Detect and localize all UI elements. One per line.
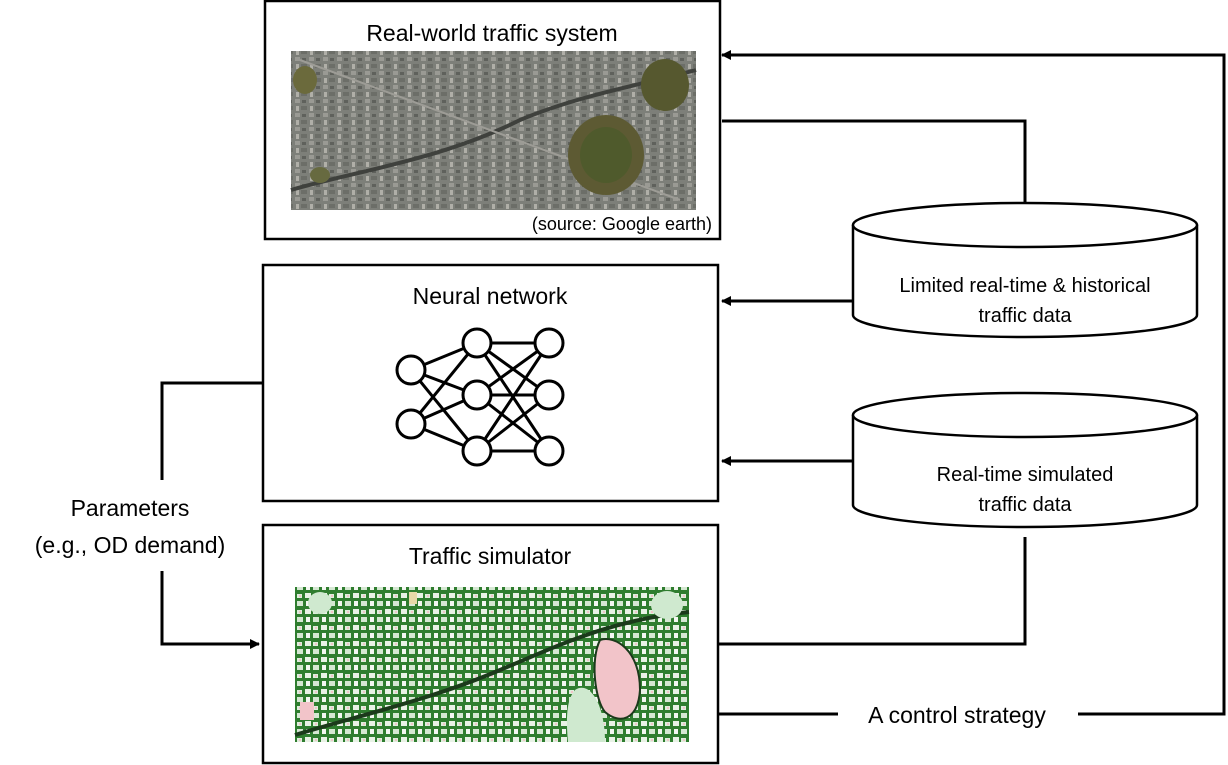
database-simulated-label-line1: Real-time simulated bbox=[937, 464, 1114, 486]
control-strategy-label: A control strategy bbox=[868, 702, 1046, 728]
database-limited-label-line2: traffic data bbox=[978, 305, 1072, 327]
neural-network-title: Neural network bbox=[413, 283, 568, 309]
connector-realworld-to-database bbox=[722, 119, 1027, 203]
real-world-traffic-system-box: Real-world traffic system (source: Googl… bbox=[263, 0, 722, 241]
simulator-map-image bbox=[294, 587, 690, 742]
arrow-parameters-to-simulator bbox=[160, 571, 260, 649]
image-source-caption: (source: Google earth) bbox=[532, 214, 712, 234]
parameters-label-line2: (e.g., OD demand) bbox=[35, 532, 225, 558]
traffic-simulator-box: Traffic simulator bbox=[261, 523, 720, 765]
arrow-control-to-real-world bbox=[721, 50, 1226, 716]
traffic-simulator-title: Traffic simulator bbox=[409, 543, 572, 569]
connector-neural-network-to-parameters bbox=[160, 381, 263, 480]
neural-network-icon bbox=[395, 327, 565, 467]
database-limited-label-line1: Limited real-time & historical bbox=[899, 275, 1150, 297]
database-limited-traffic-data: Limited real-time & historical traffic d… bbox=[851, 201, 1199, 339]
neural-network-box: Neural network bbox=[261, 263, 720, 503]
database-simulated-traffic-data: Real-time simulated traffic data bbox=[851, 391, 1199, 529]
database-simulated-label-line2: traffic data bbox=[978, 494, 1072, 516]
real-world-title: Real-world traffic system bbox=[366, 20, 617, 46]
connector-simulator-to-database bbox=[719, 537, 1027, 646]
satellite-image bbox=[290, 51, 697, 210]
parameters-label-line1: Parameters bbox=[71, 495, 190, 521]
